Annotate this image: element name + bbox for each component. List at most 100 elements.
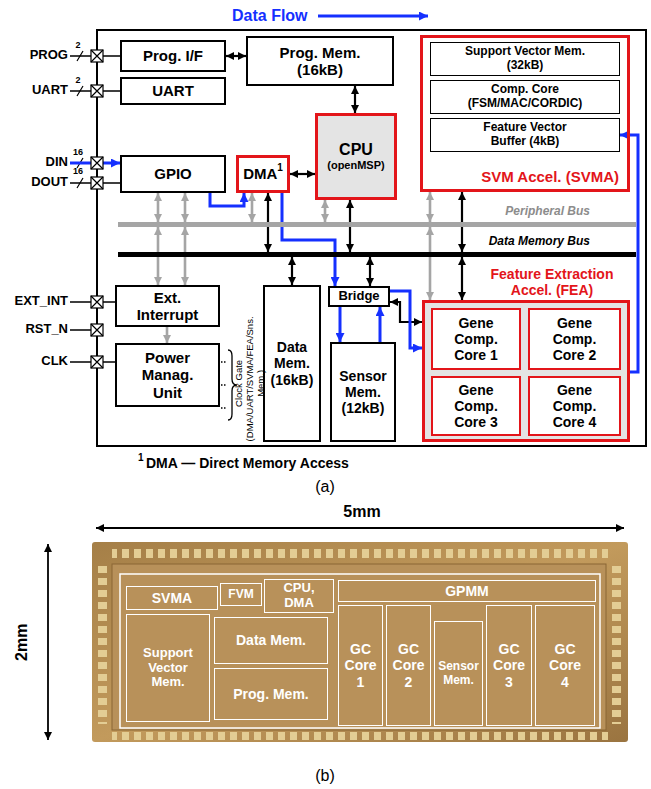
footnote: DMA — Direct Memory Access — [146, 455, 426, 471]
block-label: Power Manag. Unit — [133, 349, 203, 401]
dimension: 5mm — [320, 503, 404, 521]
bus-connector — [429, 192, 432, 222]
memory-box: Support Vector Mem. (32kB) — [430, 42, 620, 76]
block-label: Data Mem. (16kB) — [267, 339, 317, 387]
core-box: Gene Comp. Core 2 — [528, 308, 621, 370]
bus-width: 16 — [70, 166, 86, 176]
die-photo — [92, 542, 628, 742]
legend-arrow — [318, 16, 428, 17]
accelerator-group: Feature Extraction Accel. (FEA)Gene Comp… — [422, 300, 630, 442]
cpu-box: CPU(openMSP) — [315, 113, 397, 200]
dma-box: DMA1 — [236, 155, 290, 193]
die-region: Data Mem. — [214, 617, 328, 664]
chip-outline — [97, 30, 646, 446]
bus-connector — [354, 86, 356, 113]
data-flow-arrow — [379, 307, 382, 342]
data-flow-arrow — [390, 291, 422, 348]
block-label: Comp. Core (FSM/MAC/CORDIC) — [460, 83, 590, 111]
bus-bar: Peripheral Bus — [118, 222, 636, 227]
block-label: (openMSP) — [327, 159, 384, 172]
bus-bar: Data Memory Bus — [118, 252, 636, 257]
die-region: Prog. Mem. — [214, 668, 328, 720]
block-box: Bridge — [328, 286, 390, 307]
block-box: Prog. Mem. (16kB) — [246, 36, 394, 86]
bus-width: 2 — [71, 40, 85, 50]
bus-label: Data Memory Bus — [489, 235, 590, 249]
accelerator-group: SVM Accel. (SVMA) Support Vector Mem. (32… — [420, 35, 630, 192]
block-box: Sensor Mem. (12kB) — [330, 342, 396, 442]
die-region: GC Core 3 — [486, 605, 532, 726]
die-region: FVM — [220, 583, 262, 606]
pin-name: CLK — [4, 354, 68, 369]
data-flow-arrow — [210, 193, 244, 206]
block-label: Bridge — [338, 289, 379, 304]
die-region: CPU, DMA — [264, 579, 334, 613]
group-heading: SVM Accel. (SVMA) — [481, 168, 619, 185]
bus-label: Peripheral Bus — [505, 205, 590, 219]
block-label: SVMA — [152, 590, 192, 606]
block-label: Sensor Mem. — [438, 660, 480, 688]
bus-connector — [429, 227, 432, 300]
group-heading: Feature Extraction Accel. (FEA) — [477, 266, 627, 298]
bus-connector — [290, 173, 315, 175]
connector-layer — [158, 56, 638, 372]
bus-connector — [291, 257, 293, 285]
block-label: Feature Vector Buffer (4kB) — [470, 121, 580, 149]
block-label: Support Vector Mem. (32kB) — [455, 45, 595, 73]
bus-width: 2 — [71, 75, 85, 85]
die-region: Support Vector Mem. — [126, 614, 210, 722]
block-label: GC Core 1 — [342, 641, 380, 689]
memory-box: Comp. Core (FSM/MAC/CORDIC) — [430, 80, 620, 114]
block-box: UART — [120, 77, 226, 105]
bus-connector — [251, 193, 254, 222]
clock-gate-note: Clock Gate (DMA/UART/SVMA/FEA/Sns. Mem.) — [234, 325, 267, 441]
data-flow-arrow — [282, 193, 335, 286]
block-label: Ext. Interrupt — [128, 289, 208, 324]
block-box: Power Manag. Unit — [115, 343, 220, 407]
die-region: GC Core 2 — [386, 605, 431, 726]
pin-name: RST_N — [4, 322, 68, 337]
memory-box: Feature Vector Buffer (4kB) — [430, 118, 620, 152]
block-label: FVM — [228, 588, 253, 602]
core-box: Gene Comp. Core 4 — [528, 376, 621, 436]
block-label: GC Core 4 — [546, 641, 584, 689]
bus-connector — [166, 327, 169, 343]
block-label: Sensor Mem. (12kB) — [334, 368, 392, 416]
bus-connector — [157, 193, 160, 222]
pin-name: DOUT — [4, 175, 68, 190]
bus-connector — [324, 200, 327, 222]
block-label: Data Mem. — [236, 632, 306, 648]
bus-connector — [461, 257, 463, 300]
die-region: SVMA — [126, 586, 218, 610]
legend-text: Data Flow — [232, 7, 308, 25]
pin-name: EXT_INT — [4, 294, 68, 309]
pin-wires — [70, 51, 120, 362]
die-region: GC Core 1 — [338, 605, 383, 726]
footnote-mark: 1 — [277, 162, 283, 174]
core-box: Gene Comp. Core 1 — [431, 308, 521, 370]
block-label: GC Core 2 — [390, 641, 428, 689]
bus-connector — [226, 55, 246, 57]
block-label: UART — [152, 82, 194, 99]
pin-name: UART — [4, 83, 68, 98]
block-box: GPIO — [120, 155, 226, 193]
block-label: Gene Comp. Core 4 — [545, 382, 605, 430]
dimension-arrows — [48, 528, 624, 740]
block-box: Ext. Interrupt — [115, 285, 220, 327]
panel-label: (b) — [300, 767, 350, 785]
bus-connector — [369, 257, 371, 286]
block-label: GC Core 3 — [490, 641, 528, 689]
block-label: GPMM — [445, 583, 489, 599]
block-label: CPU — [339, 141, 373, 159]
footnote-mark: 1 — [138, 452, 146, 464]
pin-name: DIN — [4, 155, 68, 170]
data-flow-arrow — [339, 307, 342, 342]
block-label: Support Vector Mem. — [138, 646, 198, 691]
die-region: Sensor Mem. — [434, 621, 483, 726]
pin-pads — [91, 50, 103, 368]
block-label: Prog. Mem. — [233, 686, 308, 702]
block-box: Prog. I/F — [120, 40, 226, 72]
dimension: 2mm — [13, 612, 31, 672]
block-box: Data Mem. (16kB) — [263, 285, 321, 442]
block-label: Gene Comp. Core 3 — [446, 382, 506, 430]
